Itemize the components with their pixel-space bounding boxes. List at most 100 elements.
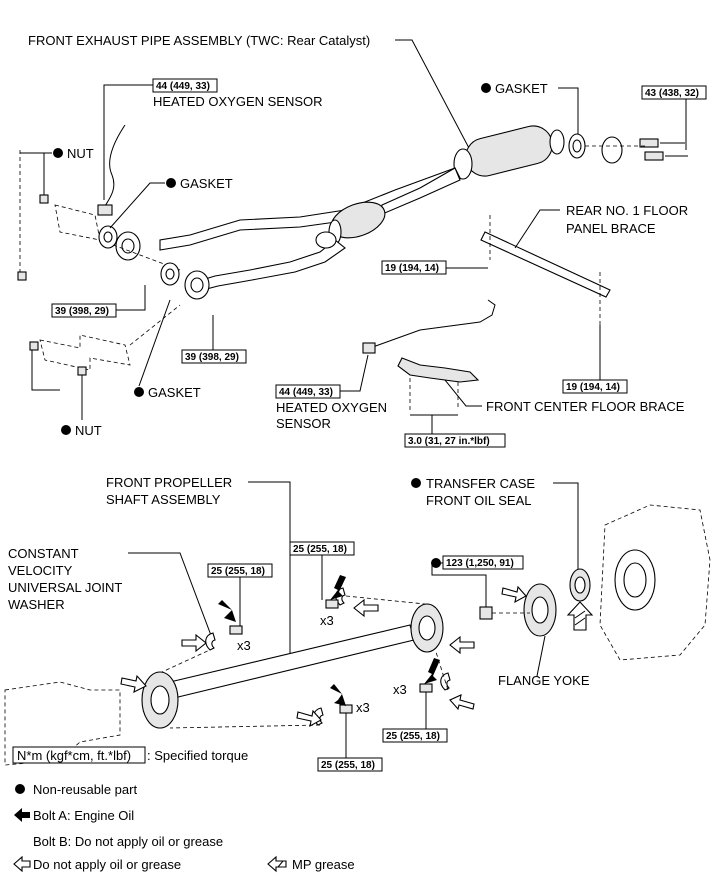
nut-icon bbox=[29, 341, 39, 351]
torque-25-a: 25 (255, 18) bbox=[211, 566, 265, 577]
exhaust-front-flange-upper-hole bbox=[121, 238, 135, 254]
mp-grease-hatch bbox=[277, 860, 284, 868]
non-reusable-dot-icon bbox=[411, 478, 421, 488]
quantity-label: x3 bbox=[356, 700, 370, 715]
dashed-flange-line-b bbox=[129, 304, 181, 346]
torque-box bbox=[562, 379, 628, 394]
torque-box bbox=[181, 349, 247, 364]
oil-seal-hole bbox=[574, 576, 586, 594]
torque-25-b: 25 (255, 18) bbox=[293, 544, 347, 555]
nut-icon bbox=[479, 606, 493, 620]
callout-flange-yoke: FLANGE YOKE bbox=[498, 673, 590, 688]
leader-front-center-brace bbox=[444, 379, 482, 407]
non-reusable-dot-icon bbox=[61, 425, 71, 435]
callout-transfer-seal-1: TRANSFER CASE bbox=[426, 476, 535, 491]
no-oil-arrow-icon bbox=[449, 635, 475, 655]
torque-box bbox=[317, 757, 383, 772]
no-oil-arrow-icon bbox=[13, 855, 31, 873]
leader-torque-39-a bbox=[116, 285, 146, 311]
callout-cv-washer-2: VELOCITY bbox=[8, 563, 73, 578]
bolt-icon bbox=[325, 599, 339, 609]
dashed-guide bbox=[169, 724, 321, 729]
leader-transfer-seal bbox=[553, 482, 579, 570]
mp-grease-hatch bbox=[574, 617, 586, 626]
callout-nut-top: NUT bbox=[67, 146, 94, 161]
callout-cv-washer-3: UNIVERSAL JOINT bbox=[8, 580, 122, 595]
mp-grease-arrow-icon bbox=[267, 855, 287, 873]
transfer-case-output-inner bbox=[623, 562, 647, 598]
bolt-a-arrow-icon bbox=[14, 808, 30, 822]
dashed-guide bbox=[345, 595, 426, 605]
engine-outline bbox=[4, 681, 121, 766]
propeller-shaft bbox=[141, 603, 444, 729]
quantity-label: x3 bbox=[237, 638, 251, 653]
callout-rear-floor-brace-1: REAR NO. 1 FLOOR bbox=[566, 203, 688, 218]
quantity-label: x3 bbox=[320, 613, 334, 628]
no-oil-arrow-icon bbox=[501, 585, 527, 604]
leader-gasket-left-lower bbox=[138, 299, 171, 387]
leader-oxygen-lower bbox=[340, 354, 369, 392]
dashed-guide bbox=[161, 647, 215, 673]
leader-torque-3-a bbox=[410, 414, 433, 434]
torque-25-c: 25 (255, 18) bbox=[386, 731, 440, 742]
torque-box bbox=[382, 728, 448, 743]
gasket-ring-hole bbox=[165, 268, 175, 280]
torque-25-d: 25 (255, 18) bbox=[321, 760, 375, 771]
callout-cv-washer-1: CONSTANT bbox=[8, 546, 79, 561]
oxygen-sensor-body-top bbox=[97, 204, 113, 216]
no-oil-arrow-icon bbox=[353, 598, 379, 618]
legend-mp-grease: MP grease bbox=[292, 857, 355, 872]
spring-icon bbox=[639, 138, 659, 148]
bolt-a-arrow-icon bbox=[218, 600, 236, 622]
callout-front-propeller-2: SHAFT ASSEMBLY bbox=[106, 492, 221, 507]
legend-torque-desc: : Specified torque bbox=[147, 748, 248, 763]
non-reusable-dot-icon bbox=[53, 148, 63, 158]
manifold-outline-lower bbox=[39, 334, 131, 371]
bolt-a-arrow-icon bbox=[330, 575, 346, 600]
leader-front-exhaust-pipe bbox=[395, 39, 471, 151]
rear-flange bbox=[601, 136, 623, 164]
callout-heated-oxygen-sensor-lower-2: SENSOR bbox=[276, 416, 331, 431]
leader-front-propeller bbox=[248, 481, 291, 655]
non-reusable-dot-icon bbox=[166, 178, 176, 188]
callout-front-propeller-1: FRONT PROPELLER bbox=[106, 475, 232, 490]
torque-44-lower: 44 (449, 33) bbox=[279, 387, 333, 398]
leader-nut-bottom-a bbox=[31, 350, 60, 391]
non-reusable-dot-icon bbox=[431, 558, 441, 568]
callout-transfer-seal-2: FRONT OIL SEAL bbox=[426, 493, 531, 508]
mp-grease-hatch bbox=[574, 610, 586, 619]
bolt-a-arrow-icon bbox=[330, 684, 346, 706]
leader-torque-123 bbox=[431, 562, 487, 607]
torque-box bbox=[641, 85, 707, 100]
non-reusable-dot-icon bbox=[134, 387, 144, 397]
no-oil-arrow-icon bbox=[120, 674, 147, 693]
bolt-icon bbox=[339, 704, 353, 714]
no-oil-arrow-icon bbox=[181, 633, 207, 653]
oxygen-sensor-body-lower bbox=[362, 342, 376, 354]
exhaust-front-flange-lower-hole bbox=[190, 277, 204, 293]
legend-bolt-b: Bolt B: Do not apply oil or grease bbox=[33, 834, 223, 849]
callout-gasket-left-upper: GASKET bbox=[180, 176, 233, 191]
torque-39-a: 39 (398, 29) bbox=[55, 306, 109, 317]
leader-gasket-left-upper bbox=[109, 182, 165, 229]
nut-icon bbox=[17, 271, 27, 281]
torque-43-rear: 43 (438, 32) bbox=[645, 88, 699, 99]
torque-39-b: 39 (398, 29) bbox=[185, 352, 239, 363]
gasket-ring-hole bbox=[103, 231, 113, 243]
transfer-case-outline bbox=[599, 504, 711, 661]
no-oil-arrow-icon bbox=[449, 694, 475, 711]
no-oil-arrow-icon bbox=[296, 709, 322, 728]
spring-icon bbox=[644, 151, 664, 161]
nut-icon bbox=[39, 194, 49, 204]
non-reusable-dot-icon bbox=[481, 83, 491, 93]
exhaust-pipe-lower bbox=[194, 231, 346, 293]
torque-3-0: 3.0 (31, 27 in.*lbf) bbox=[408, 436, 490, 447]
legend-non-reusable: Non-reusable part bbox=[33, 782, 137, 797]
gasket-ring-hole bbox=[572, 139, 582, 153]
legend-no-oil: Do not apply oil or grease bbox=[33, 857, 181, 872]
torque-44-top: 44 (449, 33) bbox=[156, 81, 210, 92]
manifold-outline-upper bbox=[54, 204, 101, 241]
callout-front-center-floor-brace: FRONT CENTER FLOOR BRACE bbox=[486, 399, 685, 414]
legend-torque-box bbox=[12, 746, 146, 764]
